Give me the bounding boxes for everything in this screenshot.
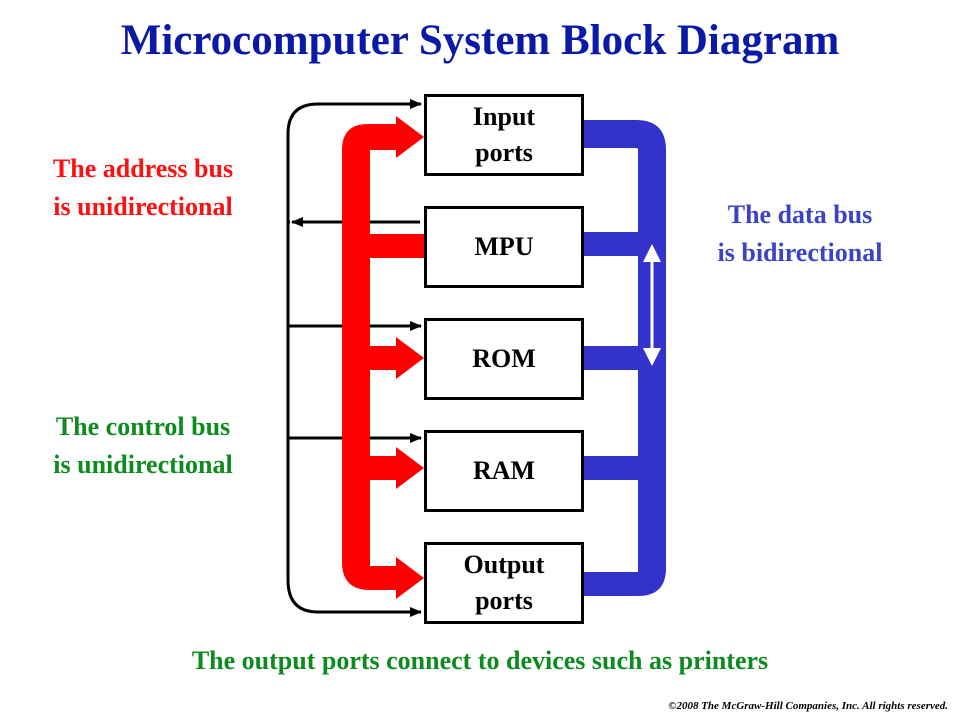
data-bus	[584, 120, 666, 596]
address-arrow-ram	[396, 447, 424, 489]
data-bus-label-line1: The data bus	[727, 200, 873, 229]
data-bus-label: The data bus is bidirectional	[690, 196, 910, 272]
output-ports-label-line1: Output	[463, 550, 545, 579]
data-line-rom	[584, 346, 644, 370]
address-bus-label: The address bus is unidirectional	[18, 150, 268, 226]
footer-caption: The output ports connect to devices such…	[191, 646, 769, 675]
data-line-mpu	[584, 232, 644, 256]
address-bus	[342, 116, 424, 599]
mpu-block: MPU	[424, 206, 584, 288]
address-line-ram	[356, 456, 400, 480]
output-ports-block: Output ports	[424, 542, 584, 624]
data-bus-trunk	[584, 120, 666, 596]
data-bus-label-line2: is bidirectional	[717, 238, 883, 267]
address-arrow-input	[396, 116, 424, 158]
data-line-ram	[584, 456, 644, 480]
control-bus-label-line2: is unidirectional	[53, 450, 233, 479]
address-line-mpu	[356, 234, 424, 258]
address-line-rom	[356, 346, 400, 370]
address-arrow-output	[396, 557, 424, 599]
copyright-notice: ©2008 The McGraw-Hill Companies, Inc. Al…	[668, 700, 948, 712]
control-bus-trunk	[286, 102, 420, 614]
output-ports-label-line2: ports	[475, 586, 533, 615]
input-ports-block: Input ports	[424, 94, 584, 176]
address-bus-label-line1: The address bus	[52, 154, 234, 183]
rom-block: ROM	[424, 318, 584, 400]
address-bus-label-line2: is unidirectional	[53, 192, 233, 221]
ram-block: RAM	[424, 430, 584, 512]
input-ports-label-line2: ports	[475, 138, 533, 167]
bidirectional-arrow-icon	[643, 244, 661, 366]
address-arrow-rom	[396, 337, 424, 379]
input-ports-label-line1: Input	[472, 102, 536, 131]
mpu-label: MPU	[474, 232, 534, 261]
control-bus-label: The control bus is unidirectional	[18, 408, 268, 484]
page-title: Microcomputer System Block Diagram	[120, 17, 840, 64]
ram-label: RAM	[472, 456, 536, 485]
rom-label: ROM	[472, 344, 536, 373]
control-bus-label-line1: The control bus	[55, 412, 231, 441]
